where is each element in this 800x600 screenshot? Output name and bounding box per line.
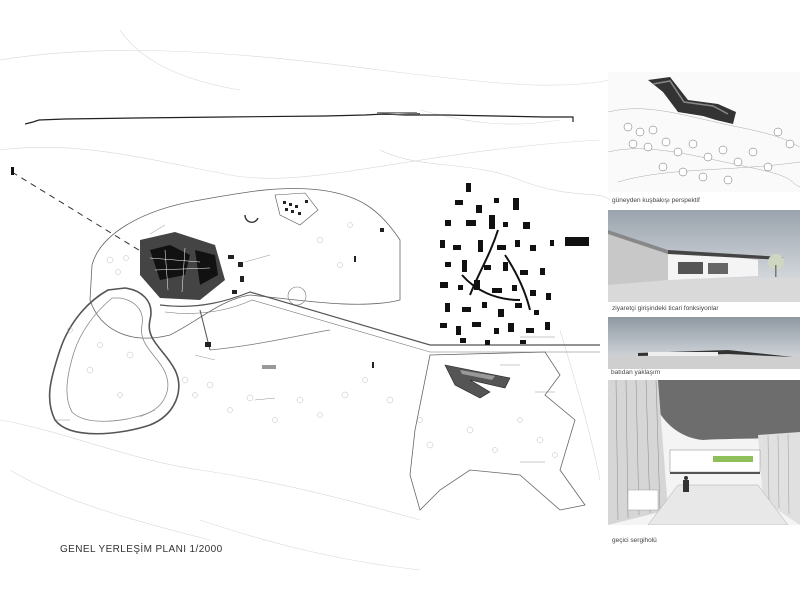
walking-trail-outer bbox=[48, 287, 180, 435]
aerial-perspective-caption: güneyden kuşbakışı perspektif bbox=[612, 197, 700, 204]
terrain-profile bbox=[25, 113, 574, 125]
axis-end-marker bbox=[11, 167, 14, 175]
visitor-centre-wing bbox=[460, 370, 495, 380]
main-road bbox=[159, 291, 600, 346]
leader-lines bbox=[55, 224, 555, 463]
western-approach-caption: batıdan yaklaşım bbox=[611, 369, 661, 376]
site-structures bbox=[244, 192, 384, 369]
connector-road bbox=[209, 329, 331, 351]
entrance-commercial-image bbox=[608, 210, 800, 302]
exhibition-hall-panel bbox=[608, 380, 800, 525]
contour-lines bbox=[0, 30, 610, 570]
site-section-line bbox=[25, 112, 574, 125]
village-streets bbox=[461, 229, 531, 311]
entrance-commercial-caption: ziyaretçi girişindeki ticari fonksiyonla… bbox=[612, 305, 719, 312]
aerial-perspective-image bbox=[608, 72, 800, 192]
walking-trail-inner bbox=[66, 297, 169, 422]
plan-title: GENEL YERLEŞİM PLANI 1/2000 bbox=[60, 544, 223, 555]
western-approach-image bbox=[608, 317, 800, 369]
site-plan-drawing bbox=[0, 30, 610, 570]
western-approach-panel bbox=[608, 317, 800, 369]
village-buildings bbox=[440, 183, 589, 345]
ruins-cluster bbox=[140, 232, 244, 347]
visitor-centre-building bbox=[444, 364, 511, 399]
building-roof bbox=[648, 77, 736, 124]
entrance-commercial-panel bbox=[608, 210, 800, 302]
section-building-roof bbox=[377, 112, 417, 114]
main-road-edge bbox=[164, 299, 600, 353]
dashed-axis bbox=[11, 171, 169, 269]
exhibition-hall-image bbox=[608, 380, 800, 525]
aerial-perspective-panel bbox=[608, 72, 800, 192]
exhibition-hall-caption: geçici sergiholü bbox=[612, 537, 657, 544]
tree-dots bbox=[67, 222, 558, 458]
ruins-texture bbox=[149, 247, 211, 293]
visitor-centre-boundary bbox=[409, 351, 586, 511]
hill-outline bbox=[89, 188, 401, 339]
